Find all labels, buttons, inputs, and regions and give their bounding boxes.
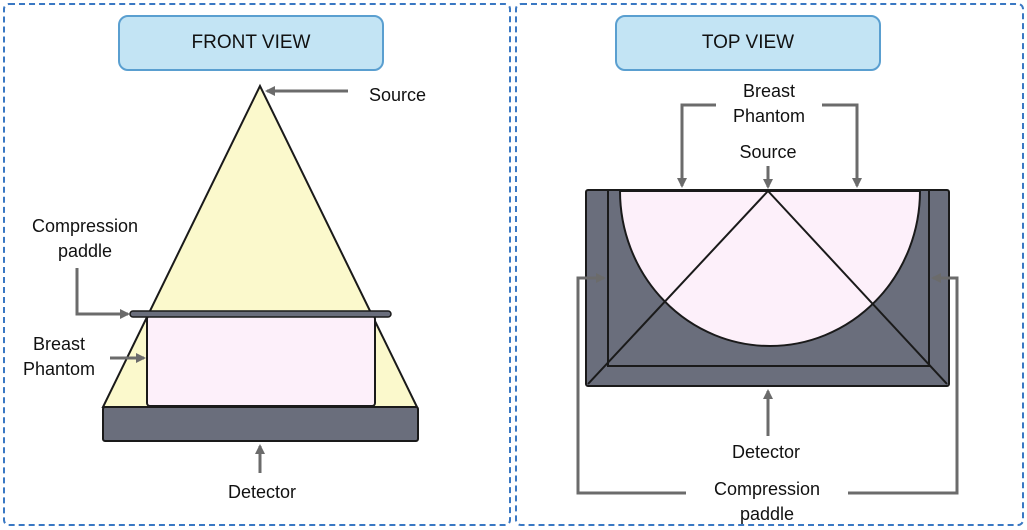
top-view-panel [515,3,1024,526]
front-view-title: FRONT VIEW [118,15,384,71]
front-detector [102,406,419,442]
top-breast-phantom-label: Breast Phantom [732,81,806,126]
top-paddle-bracket-right [848,273,959,495]
top-paddle-bracket-left [576,273,686,495]
front-breast-phantom [146,315,376,407]
front-source-label: Source [369,85,427,105]
top-view-title: TOP VIEW [615,15,881,71]
top-compression-paddle-label: Compression paddle [713,479,821,524]
top-phantom-arrow-left [677,103,716,188]
top-source-label: Source [739,142,797,162]
top-view-diagram [576,103,959,495]
front-paddle-arrow [75,268,130,319]
top-beam-edge-left [587,190,769,385]
top-beam-edge-right [767,190,948,385]
front-compression-paddle [129,310,392,318]
front-compression-paddle-label: Compression paddle [31,216,139,261]
top-breast-phantom [618,190,922,347]
front-view-panel [3,3,511,526]
front-view-diagram [75,83,419,473]
front-breast-phantom-label: Breast Phantom [22,334,96,379]
top-phantom-arrow-right [822,103,862,188]
top-detector-label: Detector [731,442,801,462]
front-detector-label: Detector [227,482,297,502]
